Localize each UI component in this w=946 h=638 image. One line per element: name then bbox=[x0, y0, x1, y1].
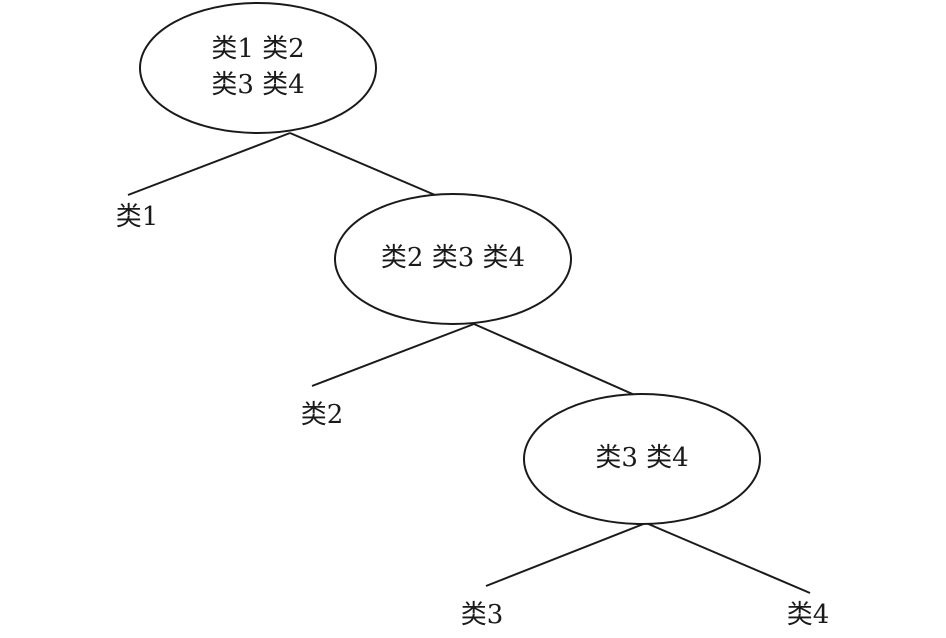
leaf-c3-label: 类3 bbox=[461, 600, 504, 630]
edge-node-34-to-leaf-c4 bbox=[645, 522, 811, 594]
leaf-c2-label: 类2 bbox=[301, 400, 344, 430]
edge-node-234-to-leaf-c2 bbox=[311, 323, 475, 387]
node-34-label: 类3 类4 bbox=[595, 443, 688, 473]
node-34-ellipse bbox=[523, 393, 761, 525]
leaf-c4-label: 类4 bbox=[787, 600, 830, 630]
edge-root-to-node-234 bbox=[289, 132, 436, 196]
edge-root-to-leaf-c1 bbox=[127, 132, 291, 196]
node-234-label: 类2 类3 类4 bbox=[381, 243, 525, 273]
node-34: 类3 类4 bbox=[523, 393, 761, 525]
node-234: 类2 类3 类4 bbox=[334, 193, 572, 325]
leaf-c1-label: 类1 bbox=[116, 202, 159, 232]
edge-node-234-to-node-34 bbox=[473, 323, 638, 397]
root-node: 类1 类2 类3 类4 bbox=[139, 2, 377, 134]
edge-node-34-to-leaf-c3 bbox=[485, 522, 647, 587]
node-234-ellipse bbox=[334, 193, 572, 325]
root-node-label-line2: 类3 类4 bbox=[211, 70, 304, 100]
root-node-ellipse bbox=[139, 2, 377, 134]
root-node-label-line1: 类1 类2 bbox=[211, 34, 304, 64]
